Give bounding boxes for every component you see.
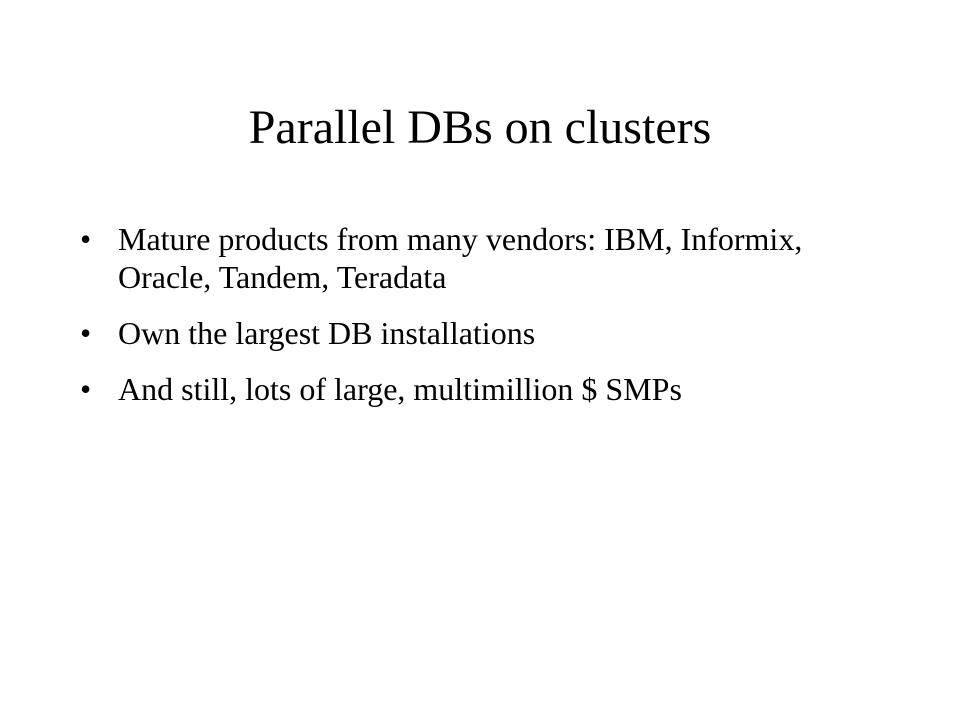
bullet-item: • Own the largest DB installations (80, 314, 900, 352)
bullet-text: And still, lots of large, multimillion $… (118, 371, 682, 407)
bullet-item: • Mature products from many vendors: IBM… (80, 220, 900, 296)
bullet-icon: • (80, 371, 92, 407)
bullet-icon: • (80, 315, 92, 351)
bullet-item: • And still, lots of large, multimillion… (80, 370, 900, 408)
bullet-text: Own the largest DB installations (118, 315, 536, 351)
bullet-text: Mature products from many vendors: IBM, … (118, 221, 803, 295)
bullet-icon: • (80, 221, 92, 257)
slide-title: Parallel DBs on clusters (248, 101, 712, 154)
bullet-list: • Mature products from many vendors: IBM… (80, 220, 900, 426)
